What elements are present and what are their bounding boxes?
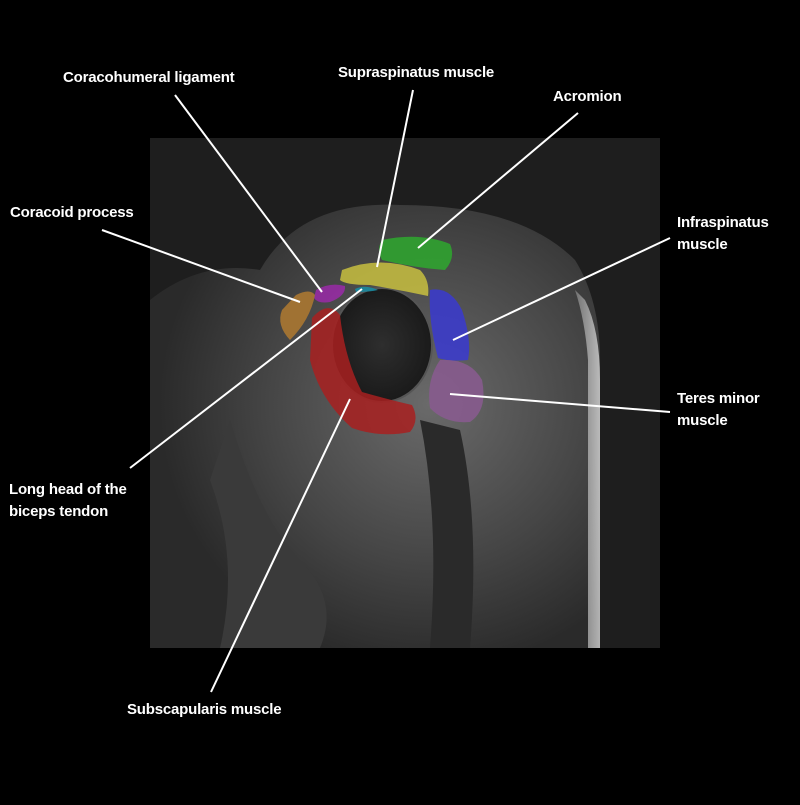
teres-minor-region [429,359,484,423]
coracohumeral-region [314,284,346,303]
leader-line-coracohumeral [174,94,323,293]
label-line-2: muscle [677,412,728,429]
label-line-2: muscle [677,236,728,253]
leader-line-coracoid [101,229,301,303]
label-subscapularis-muscle: Subscapularis muscle [127,701,282,718]
leader-line-biceps [129,288,363,469]
leader-line-subscapularis [210,398,351,693]
coracoid-region [280,291,315,340]
label-supraspinatus-muscle: Supraspinatus muscle [338,64,495,81]
infraspinatus-region [429,289,470,361]
label-line-1: Infraspinatus [677,214,769,231]
leader-line-acromion [417,112,579,249]
supraspinatus-region [340,262,429,296]
skin-edge [575,290,600,648]
leader-line-infraspinatus [452,237,671,341]
label-line-1: Teres minor [677,390,760,407]
leader-line-supraspinatus [376,89,414,268]
label-coracohumeral-ligament: Coracohumeral ligament [63,69,235,86]
label-coracoid-process: Coracoid process [10,204,134,221]
axilla-tissue [210,420,327,648]
acromion-region [379,236,453,270]
label-long-head-biceps-tendon: Long head of the biceps tendon [9,479,127,523]
leader-line-teres-minor [449,393,671,413]
label-line-2: biceps tendon [9,503,109,520]
vessel-shadow [420,420,474,648]
label-teres-minor-muscle: Teres minor muscle [677,388,760,432]
label-infraspinatus-muscle: Infraspinatus muscle [677,212,769,256]
label-line-1: Long head of the [9,481,127,498]
subscapularis-region [310,308,416,435]
label-acromion: Acromion [553,88,622,105]
